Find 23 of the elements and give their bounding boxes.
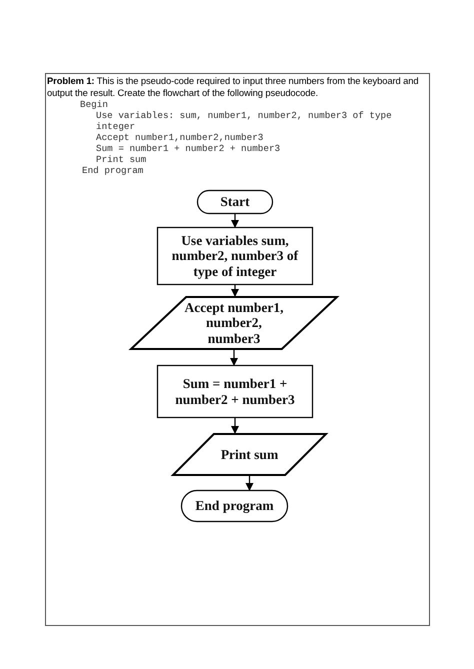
pseudocode-line: End program: [82, 165, 144, 176]
process-box: [157, 227, 313, 285]
pseudocode-line: Print sum: [96, 154, 146, 166]
input-output-parallelogram: [172, 433, 327, 476]
arrow: [231, 418, 239, 434]
problem-statement: Problem 1: This is the pseudo-code required to input three numbers from the keyboard and output the result. Create the flowchart of the following pseudocode.: [47, 75, 420, 98]
pseudocode-line: Use variables: sum, number1, number2, number3 of type: [96, 110, 392, 122]
process-box: [157, 365, 313, 418]
pseudocode-line: Accept number1,number2,number3: [96, 132, 264, 144]
arrow: [231, 285, 239, 297]
node-text: End program: [194, 498, 275, 514]
pseudocode-line: Sum = number1 + number2 + number3: [96, 143, 280, 154]
node-text: Start: [219, 194, 251, 210]
input-output-parallelogram: [130, 296, 338, 350]
arrow: [246, 476, 254, 491]
arrow: [231, 214, 239, 228]
arrow: [230, 350, 238, 366]
node-text: Use variables sum, number2, number3 of type of integer: [170, 232, 300, 280]
node-text: Accept number1, number2, number3: [184, 300, 284, 346]
node-text: Print sum: [220, 446, 280, 462]
node-text: Sum = number1 + number2 + number3: [174, 376, 296, 407]
pseudocode-line: integer: [96, 121, 136, 132]
pseudocode-line: Begin: [80, 99, 108, 110]
